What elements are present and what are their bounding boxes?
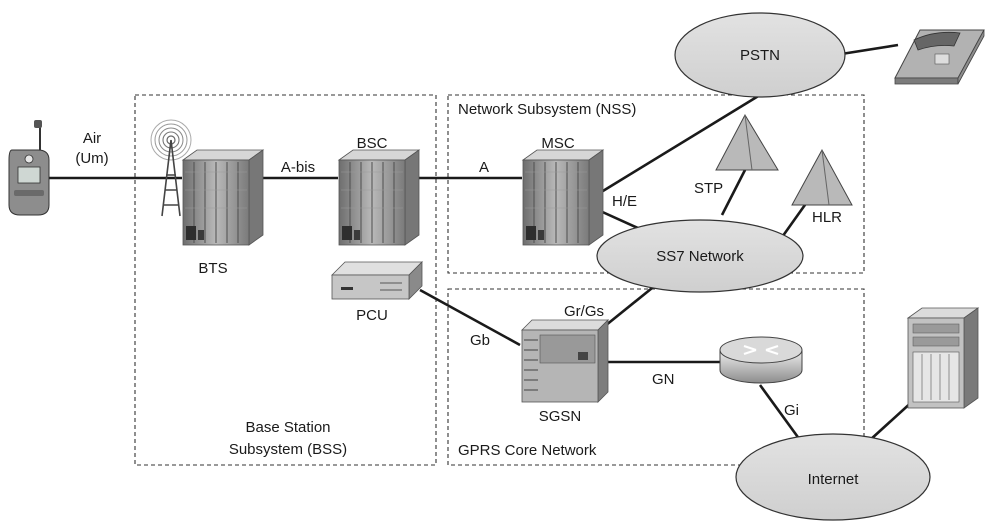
bsc-label: BSC xyxy=(357,135,388,152)
tower-server-icon xyxy=(906,307,980,409)
a-label: A xyxy=(479,159,489,176)
grgs-label: Gr/Gs xyxy=(564,303,604,320)
air-label-line1: Air xyxy=(83,130,101,147)
msc-rack-icon xyxy=(522,149,604,246)
bss-region-label-line1: Base Station xyxy=(245,419,330,436)
pcu-box-icon xyxy=(331,261,423,300)
link-stp-ss7 xyxy=(720,169,747,216)
telephone-icon xyxy=(894,29,985,85)
gi-label: Gi xyxy=(784,402,799,419)
link-gb xyxy=(419,288,521,347)
sgsn-server-icon xyxy=(521,319,609,403)
gprs-region xyxy=(447,288,865,466)
bts-rack-icon xyxy=(182,149,264,246)
air-label-line2: (Um) xyxy=(75,150,108,167)
msc-label: MSC xyxy=(541,135,575,152)
he-label: H/E xyxy=(612,193,637,210)
stp-label: STP xyxy=(694,180,723,197)
bss-region-label-line2: Subsystem (BSS) xyxy=(229,441,347,458)
ss7-label: SS7 Network xyxy=(656,248,744,265)
bts-label: BTS xyxy=(198,260,227,277)
gprs-region-label: GPRS Core Network xyxy=(458,442,597,459)
mobile-phone-icon xyxy=(8,120,50,216)
pstn-cloud: PSTN xyxy=(674,12,846,98)
link-msc-pstn xyxy=(597,93,761,196)
pstn-label: PSTN xyxy=(740,47,780,64)
gb-label: Gb xyxy=(470,332,490,349)
triangle-stp-icon xyxy=(715,113,779,171)
ss7-network-cloud: SS7 Network xyxy=(596,219,804,293)
internet-label: Internet xyxy=(808,471,860,488)
internet-cloud: Internet xyxy=(735,433,931,521)
bsc-rack-icon xyxy=(338,149,420,246)
nss-region-label: Network Subsystem (NSS) xyxy=(458,101,636,118)
bss-region xyxy=(134,94,437,466)
pcu-label: PCU xyxy=(356,307,388,324)
triangle-hlr-icon xyxy=(791,148,853,206)
link-gi xyxy=(758,384,802,441)
antenna-tower-icon xyxy=(150,119,192,217)
abis-label: A-bis xyxy=(281,159,315,176)
router-icon xyxy=(719,336,803,384)
hlr-label: HLR xyxy=(812,209,842,226)
sgsn-label: SGSN xyxy=(539,408,582,425)
gn-label: GN xyxy=(652,371,675,388)
